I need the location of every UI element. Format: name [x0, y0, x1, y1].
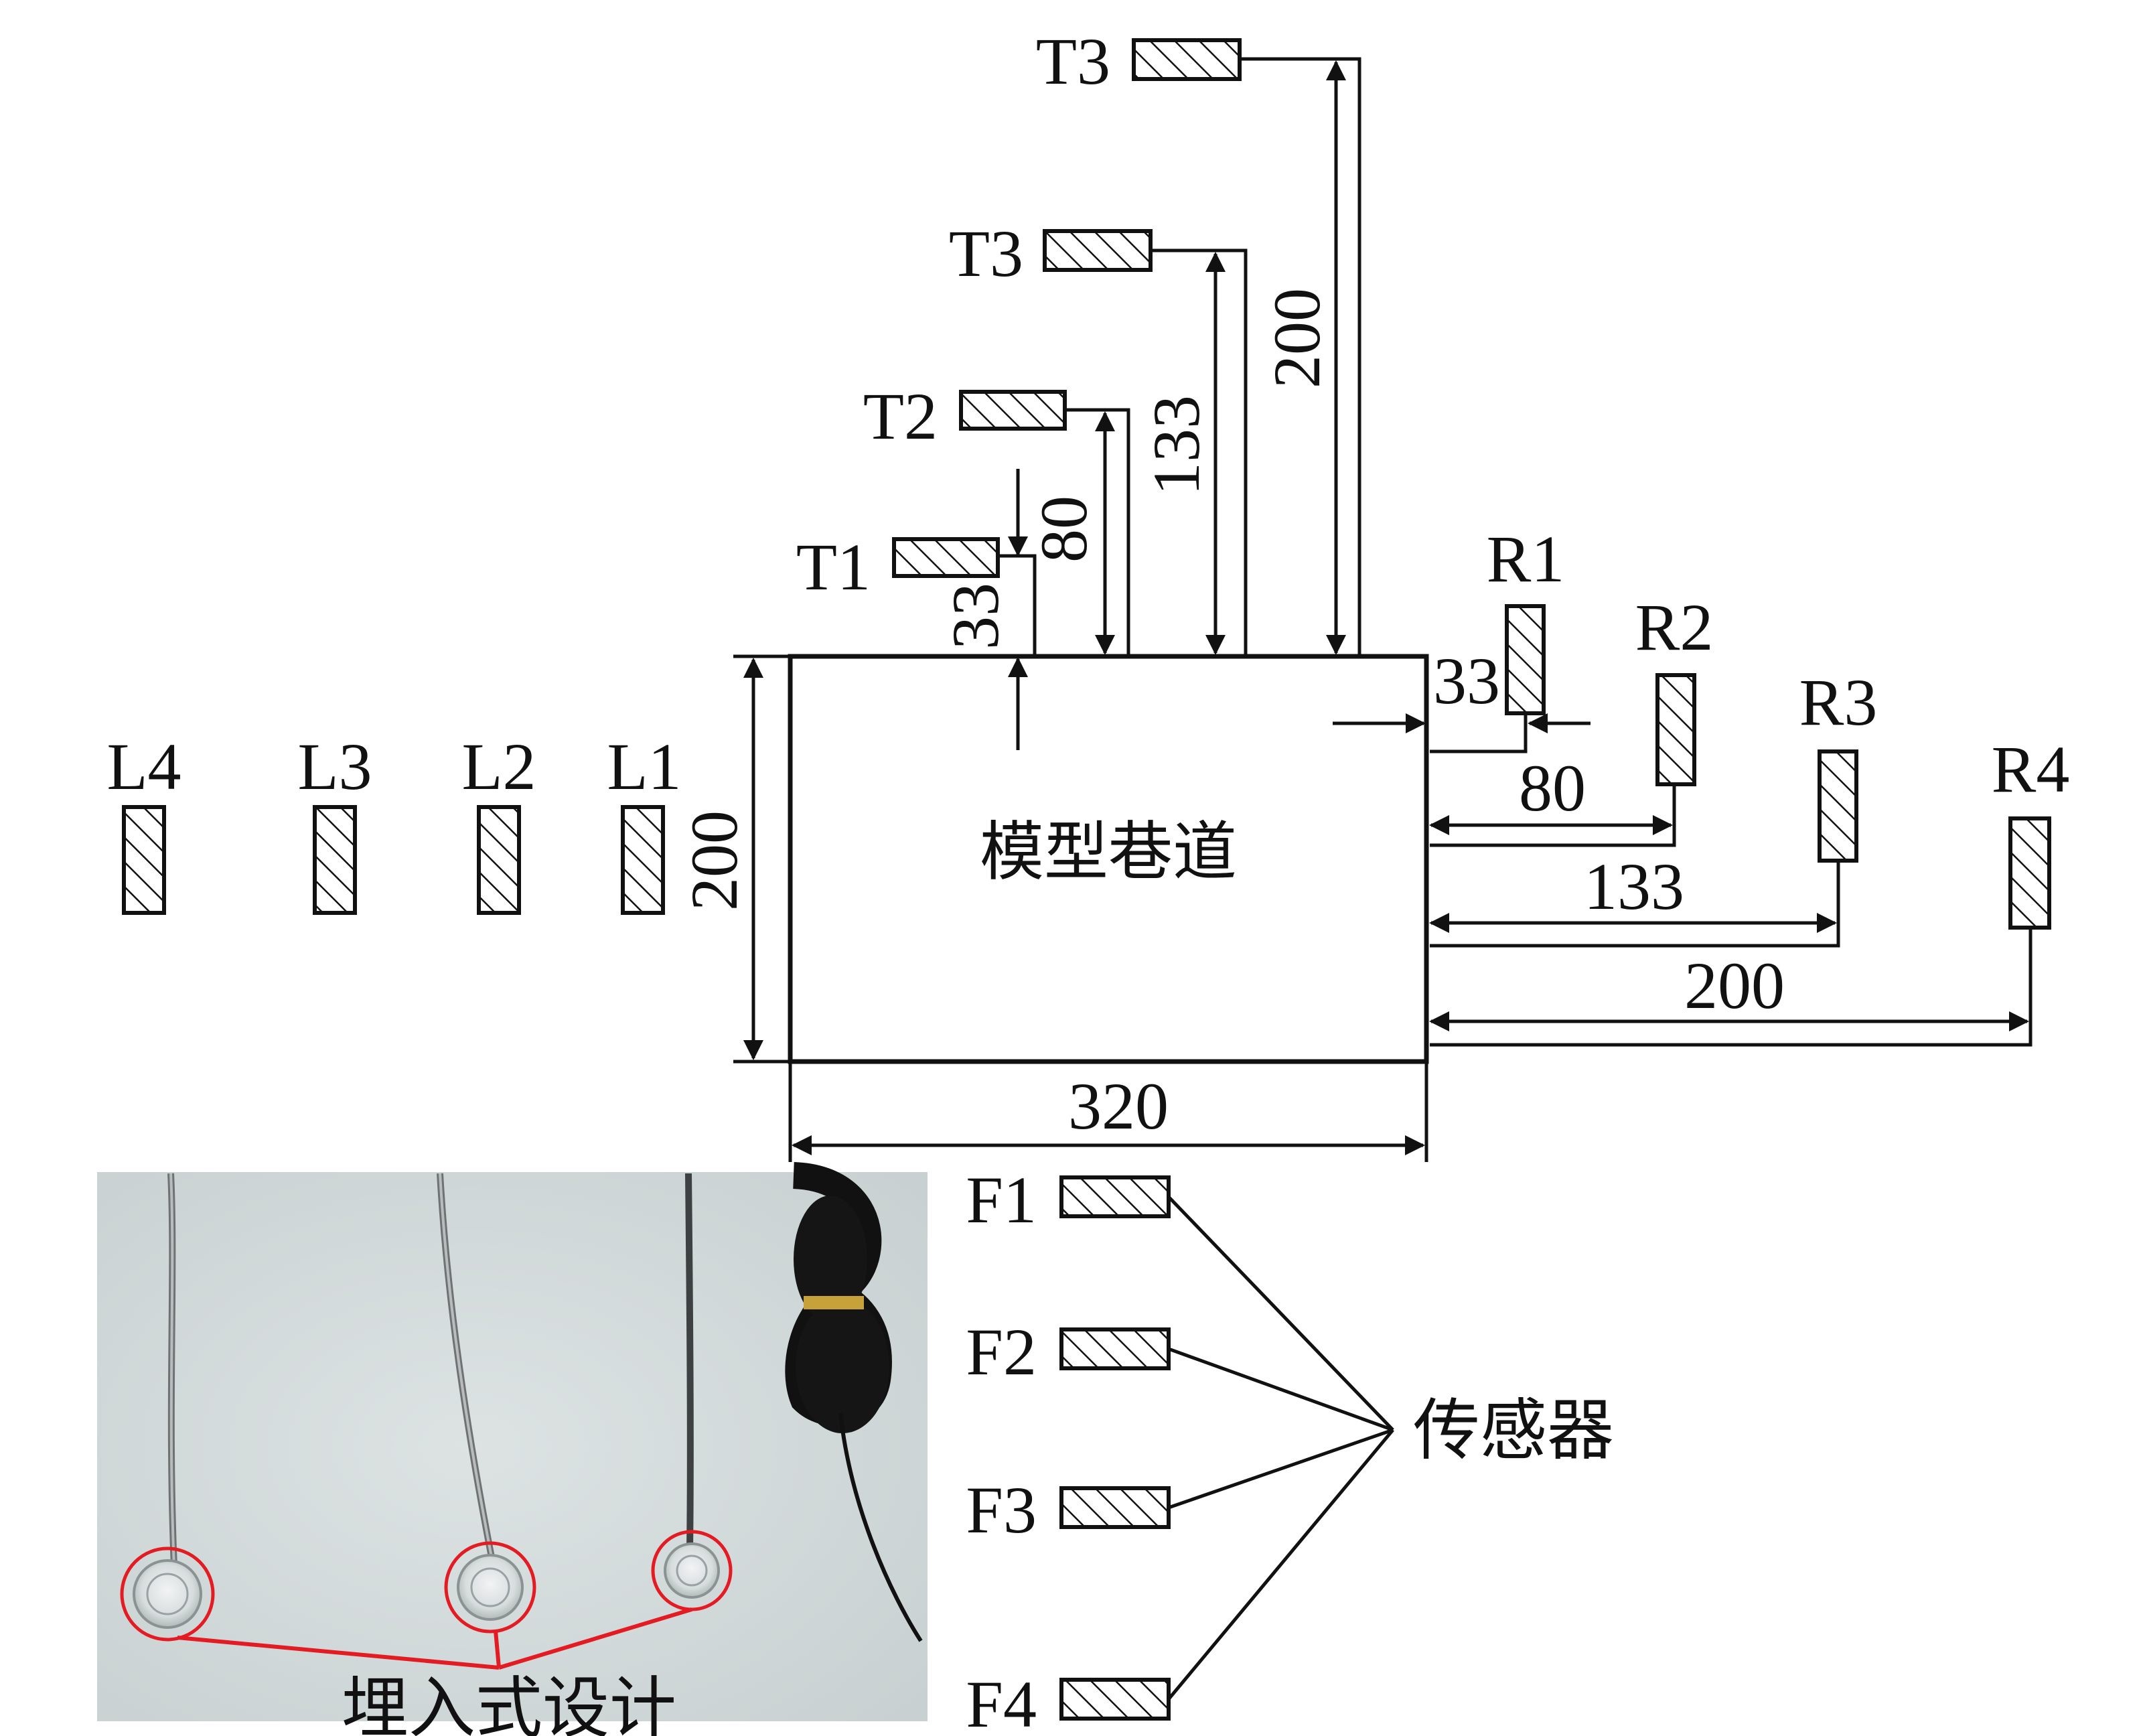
sensor-callout: 传感器	[1167, 1196, 1614, 1701]
top-dimension-label-133: 133	[1139, 395, 1213, 496]
sensor-l1: L1	[607, 729, 682, 915]
sensor-f2: F2	[966, 1315, 1171, 1389]
sensor-r2: R2	[1635, 590, 1714, 786]
tunnel-width-dimension: 320	[788, 1062, 1428, 1162]
sensor-l3: L3	[297, 729, 372, 915]
sensor-f1: F1	[966, 1163, 1171, 1237]
sensor-label-r3: R3	[1799, 665, 1878, 739]
tunnel-outline	[788, 654, 1429, 1064]
sensor-label-r1: R1	[1487, 522, 1565, 596]
top-dimension-label-200: 200	[1260, 288, 1334, 388]
embedded-sensor-photo: 埋入式设计	[97, 1162, 928, 1736]
sensor-t3-upper: T3	[1036, 24, 1242, 98]
top-dimension-80: 80	[1027, 408, 1130, 656]
sensor-disc-1	[120, 1546, 215, 1642]
right-dimension-label-200: 200	[1684, 948, 1785, 1023]
sensor-label-f4: F4	[966, 1667, 1037, 1736]
sensor-label-f1: F1	[966, 1163, 1037, 1237]
sensor-label-l1: L1	[607, 729, 681, 804]
sensor-label-r4: R4	[1992, 732, 2070, 806]
sensor-label-t1: T1	[796, 530, 871, 604]
sensor-f3: F3	[966, 1473, 1171, 1547]
sensor-label-t2: T2	[863, 379, 938, 453]
right-dimension-label-33: 33	[1433, 644, 1500, 718]
top-dimension-133: 133	[1139, 248, 1248, 656]
sensor-label-l3: L3	[297, 729, 372, 804]
embedded-design-label: 埋入式设计	[342, 1669, 676, 1736]
sensor-disc-2	[444, 1541, 536, 1634]
sensor-r4: R4	[1992, 732, 2070, 930]
right-dimension-label-80: 80	[1519, 751, 1586, 825]
sensor-label-f2: F2	[966, 1315, 1037, 1389]
sensor-t2: T2	[863, 379, 1067, 453]
tunnel-label: 模型巷道	[980, 814, 1237, 889]
sensor-f4: F4	[966, 1667, 1171, 1736]
sensor-label-f3: F3	[966, 1473, 1037, 1547]
sensor-label-t3-upper: T3	[1036, 24, 1110, 98]
sensor-l2: L2	[461, 729, 536, 915]
top-dimension-200: 200	[1241, 57, 1361, 656]
tunnel-height-dimension: 200	[677, 654, 790, 1064]
sensor-t1: T1	[796, 530, 1000, 604]
right-dimension-33: 33	[1333, 644, 1591, 753]
tunnel-width-label: 320	[1068, 1069, 1169, 1143]
sensor-t3-lower: T3	[949, 216, 1153, 291]
right-dimension-133: 133	[1429, 849, 1840, 948]
top-dimension-label-33: 33	[938, 583, 1013, 650]
sensor-disc-3	[651, 1530, 733, 1611]
sensor-label-r2: R2	[1635, 590, 1714, 664]
sensor-label-l4: L4	[106, 729, 181, 804]
top-dimension-label-80: 80	[1027, 496, 1101, 563]
right-dimension-80: 80	[1429, 751, 1676, 847]
right-dimension-label-133: 133	[1584, 849, 1684, 924]
sensor-callout-label: 传感器	[1413, 1391, 1614, 1469]
sensor-l4: L4	[106, 729, 181, 915]
sensor-label-t3-lower: T3	[949, 216, 1023, 291]
sensor-label-l2: L2	[461, 729, 536, 804]
right-dimension-200: 200	[1429, 929, 2033, 1047]
embedded-callout-lines	[177, 1607, 692, 1670]
tunnel-height-label: 200	[677, 810, 751, 911]
top-dimension-33: 33	[938, 469, 1037, 750]
sensor-r1: R1	[1487, 522, 1565, 715]
sensor-r3: R3	[1799, 665, 1878, 863]
